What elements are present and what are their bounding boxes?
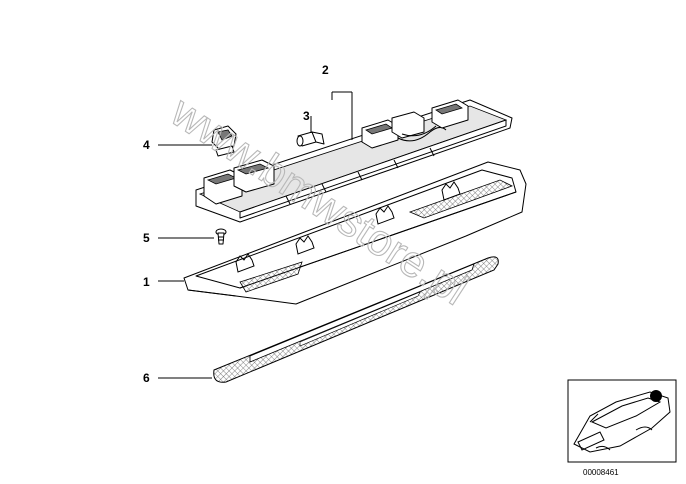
callout-4: 4 <box>143 138 150 152</box>
lens-strip-part <box>213 256 499 383</box>
leader-lines <box>158 91 353 379</box>
callout-2: 2 <box>322 63 329 77</box>
car-location-inset <box>567 379 677 463</box>
screw-part <box>215 228 227 245</box>
callout-6: 6 <box>143 371 150 385</box>
callout-1: 1 <box>143 275 150 289</box>
reference-number: 00008461 <box>583 468 619 477</box>
light-housing-part <box>183 161 527 305</box>
clip-part <box>211 125 237 157</box>
location-marker-icon <box>650 390 662 402</box>
callout-3: 3 <box>303 109 310 123</box>
bulb-part <box>296 131 325 147</box>
callout-5: 5 <box>143 231 150 245</box>
upper-rail-part <box>195 99 513 223</box>
